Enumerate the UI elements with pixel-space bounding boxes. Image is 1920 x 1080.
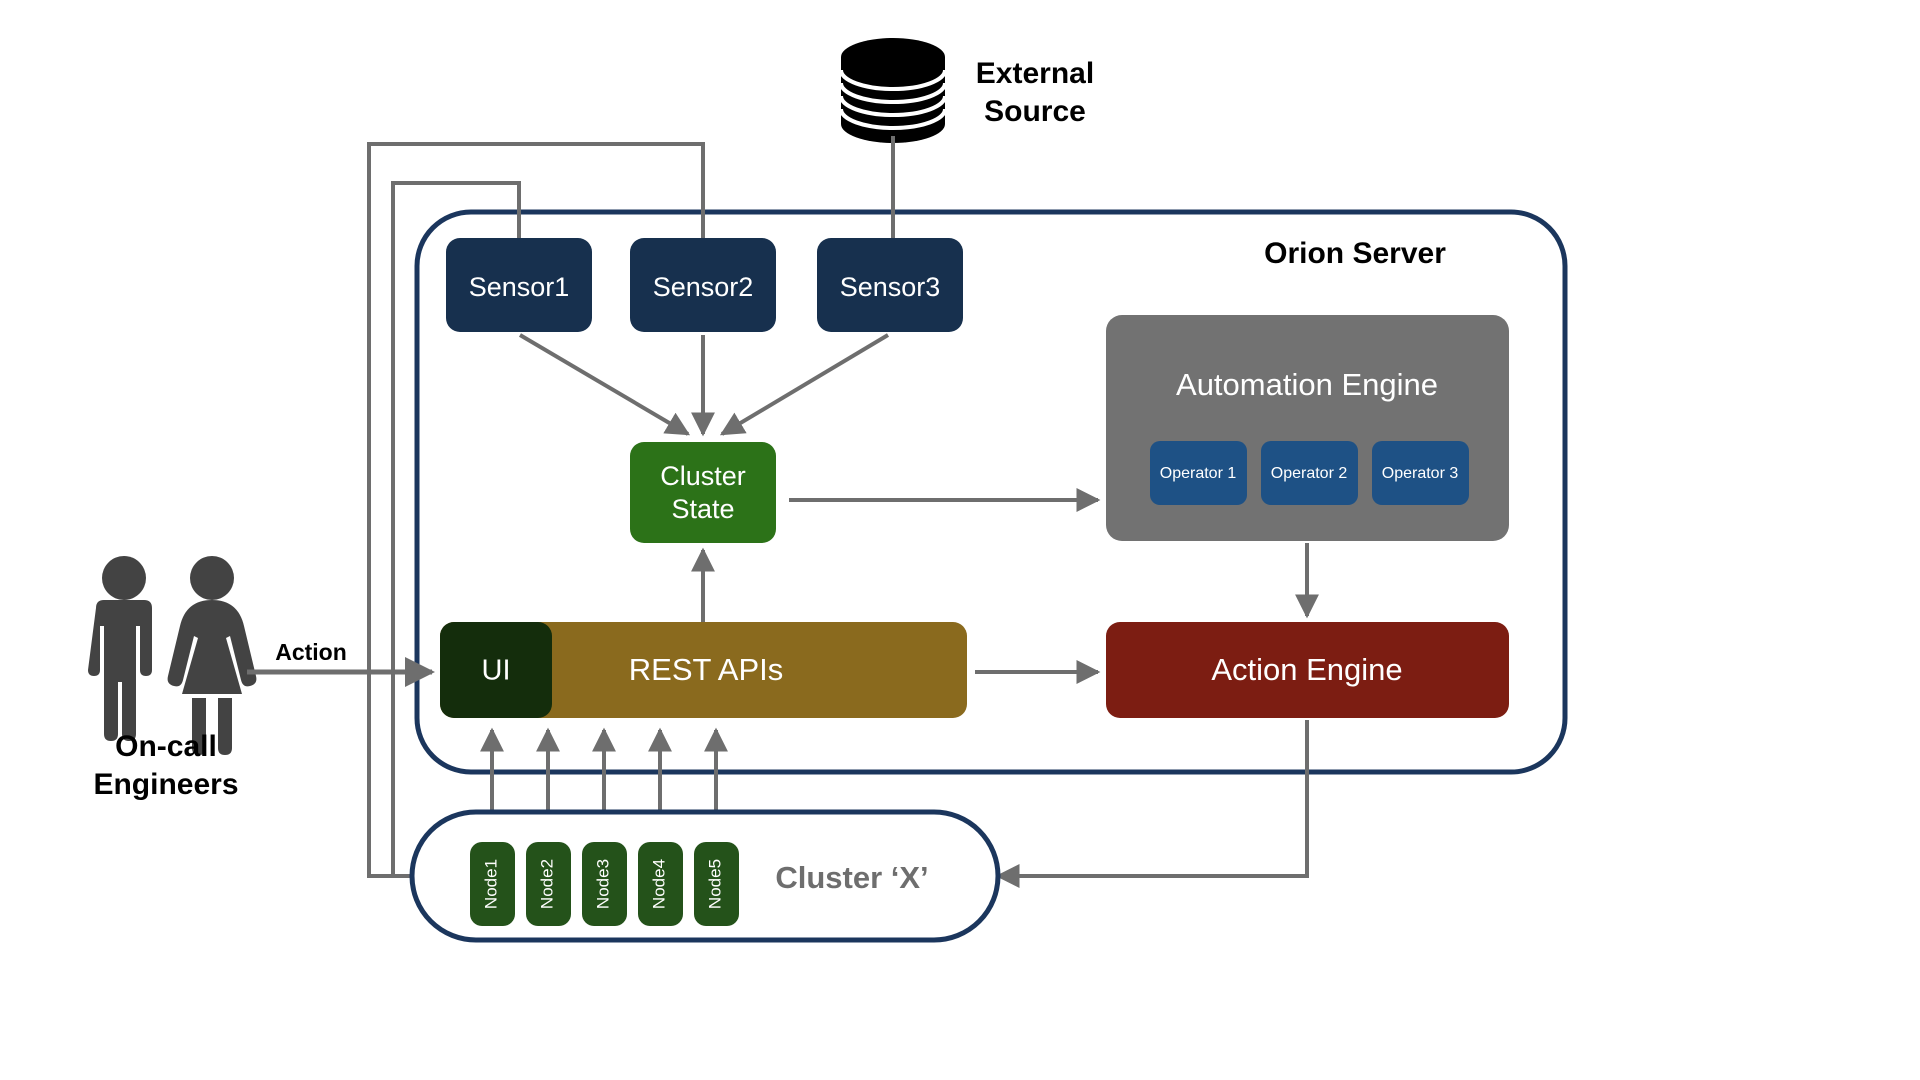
sensor-3[interactable]: Sensor3 [817,238,963,332]
automation-engine-label: Automation Engine [1176,367,1438,402]
external-source-label-line2: Source [984,95,1086,128]
arrow-action-engine-to-cluster [995,720,1309,888]
on-call-engineers-label-line2: Engineers [93,768,238,801]
operator-2-label: Operator 2 [1271,465,1348,482]
cluster-state-box[interactable]: Cluster State [630,442,776,543]
cluster-node-5[interactable]: Node5 [694,842,739,926]
database-stack-icon [839,38,947,143]
person-male-icon [88,556,152,741]
operator-2[interactable]: Operator 2 [1261,441,1358,505]
feedback-path-cluster-to-sensor1 [391,181,521,878]
ui-box[interactable] [440,622,552,718]
on-call-engineers-label-line1: On-call [115,730,217,763]
cluster-node-4-label: Node4 [649,859,668,909]
cluster-node-3[interactable]: Node3 [582,842,627,926]
cluster-node-1[interactable]: Node1 [470,842,515,926]
on-call-engineers-group: On-call Engineers [88,556,257,801]
operator-1[interactable]: Operator 1 [1150,441,1247,505]
automation-engine-box[interactable]: Automation Engine Operator 1 Operator 2 … [1106,315,1509,541]
rest-apis-box[interactable] [440,622,967,718]
external-source-label-line1: External [976,57,1094,90]
person-female-icon [167,556,257,755]
cluster-node-1-label: Node1 [481,859,500,909]
operator-1-label: Operator 1 [1160,465,1237,482]
cluster-state-label-line1: Cluster [660,461,746,491]
cluster-node-2[interactable]: Node2 [526,842,571,926]
cluster-node-4[interactable]: Node4 [638,842,683,926]
operator-3-label: Operator 3 [1382,465,1459,482]
cluster-node-3-label: Node3 [593,859,612,909]
orion-server-boundary [414,209,1568,775]
rest-apis-label: REST APIs [629,652,784,687]
cluster-x-label: Cluster ‘X’ [775,860,928,895]
ui-label: UI [482,655,511,687]
cluster-node-5-label: Node5 [705,859,724,909]
external-source-group: External Source [839,38,1094,238]
action-label: Action [275,639,347,665]
api-row: UI REST APIs [440,622,967,718]
cluster-state-label-line2: State [671,494,734,524]
action-engine-label: Action Engine [1211,652,1402,687]
orion-server-title: Orion Server [1264,237,1446,270]
cluster-node-2-label: Node2 [537,859,556,909]
operator-3[interactable]: Operator 3 [1372,441,1469,505]
sensor-1-label: Sensor1 [469,272,570,302]
sensor-1[interactable]: Sensor1 [446,238,592,332]
arrow-sensor1-to-cluster-state [518,333,691,436]
sensor-2[interactable]: Sensor2 [630,238,776,332]
feedback-path-cluster-to-sensor2 [367,142,705,878]
sensor-3-label: Sensor3 [840,272,941,302]
sensor-2-label: Sensor2 [653,272,754,302]
action-engine-box[interactable]: Action Engine [1106,622,1509,718]
arrow-sensor3-to-cluster-state [719,333,890,436]
